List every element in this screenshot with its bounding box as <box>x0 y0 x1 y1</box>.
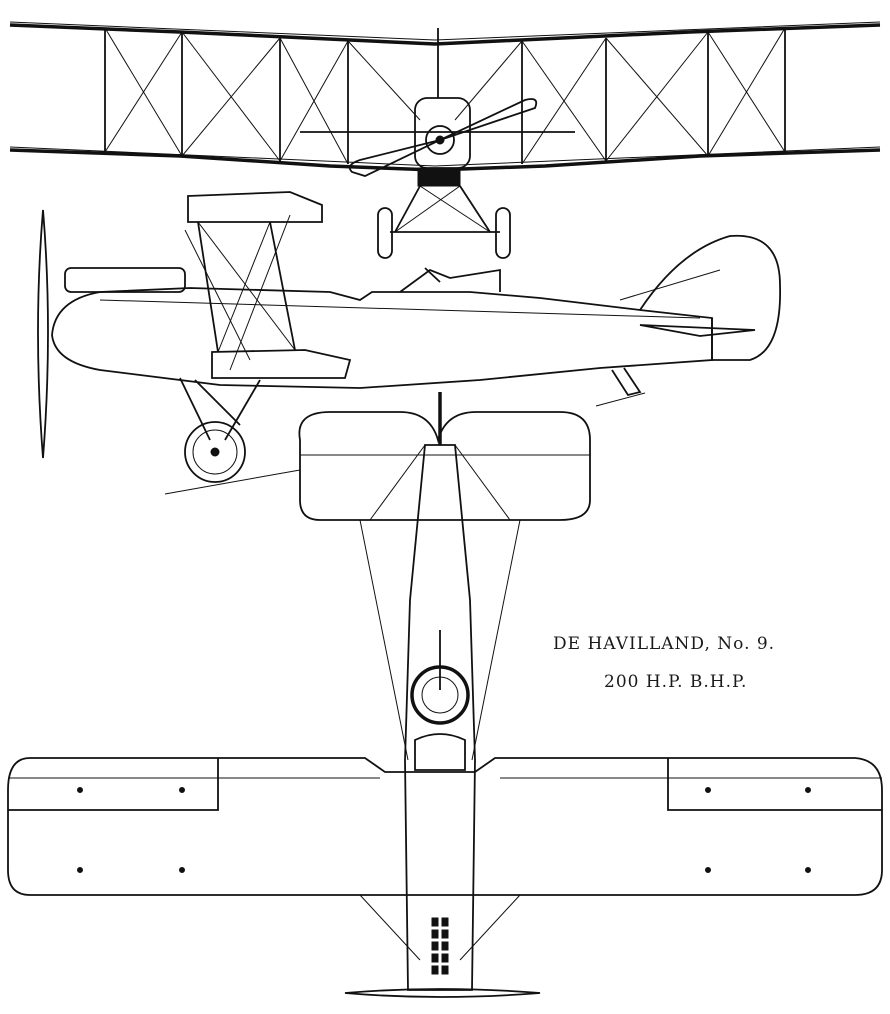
caption-engine: 200 H.P. B.H.P. <box>604 672 748 692</box>
side-undercarriage <box>179 377 261 441</box>
front-propeller <box>348 98 538 177</box>
front-wheel-right <box>495 207 511 259</box>
plan-aileron-left <box>8 758 219 811</box>
side-rudder <box>639 234 781 361</box>
side-wheel <box>184 421 246 483</box>
side-lower-wing <box>211 349 352 379</box>
side-view <box>37 191 781 495</box>
plan-engine-cylinders <box>431 917 449 975</box>
caption-title: DE HAVILLAND, No. 9. <box>553 634 776 654</box>
plan-aileron-right <box>667 758 882 811</box>
front-undercarriage <box>390 185 500 233</box>
front-interplane-struts <box>104 28 786 164</box>
front-wheel-left <box>377 207 393 259</box>
plan-view <box>7 392 883 998</box>
front-spinner <box>425 125 455 155</box>
front-view <box>9 21 881 259</box>
front-upper-wing <box>9 23 881 46</box>
side-upper-wing <box>187 191 323 223</box>
plan-propeller <box>344 988 541 998</box>
plan-tailplane <box>298 411 591 521</box>
side-propeller <box>37 209 49 459</box>
plan-fuselage <box>404 444 476 991</box>
plan-wing <box>7 757 883 896</box>
front-bracing-wires <box>104 27 786 165</box>
